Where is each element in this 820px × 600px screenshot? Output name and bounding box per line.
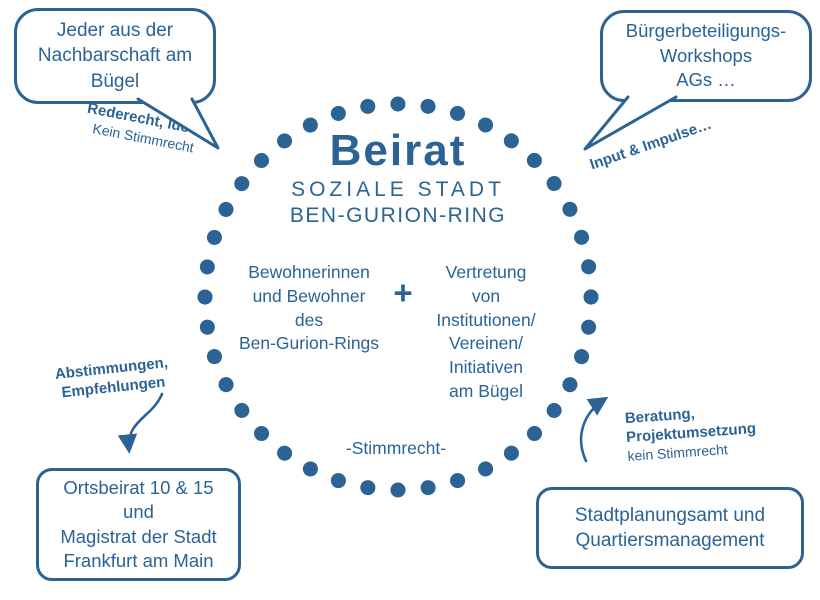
box-stadtplanungsamt: Stadtplanungsamt und Quartiersmanagement <box>536 487 804 569</box>
institutions-group-text: Vertretung von Institutionen/ Vereinen/ … <box>436 262 536 401</box>
curved-arrow-to-ortsbeirat-icon <box>117 392 164 454</box>
curved-arrow-to-circle-icon <box>579 396 609 463</box>
subtitle-soziale-stadt: SOZIALE STADT <box>291 178 505 201</box>
plus-sign: + <box>393 274 413 311</box>
voting-rights-label: -Stimmrecht- <box>345 438 447 458</box>
diagram-title: Beirat <box>329 126 467 175</box>
speech-bubble-nachbarschaft: Jeder aus der Nachbarschaft am Bügel <box>14 8 216 104</box>
speech-bubble-tail-left <box>136 97 220 150</box>
speech-bubble-tail-right <box>583 95 678 151</box>
box-ortsbeirat-magistrat: Ortsbeirat 10 & 15 und Magistrat der Sta… <box>36 468 241 581</box>
speech-bubble-workshops: Bürgerbeteiligungs- Workshops AGs … <box>600 10 812 102</box>
subtitle-ben-gurion-ring: BEN-GURION-RING <box>289 204 507 227</box>
residents-group-text: Bewohnerinnen und Bewohner des Ben-Gurio… <box>238 262 380 354</box>
dot-ring <box>197 96 599 498</box>
